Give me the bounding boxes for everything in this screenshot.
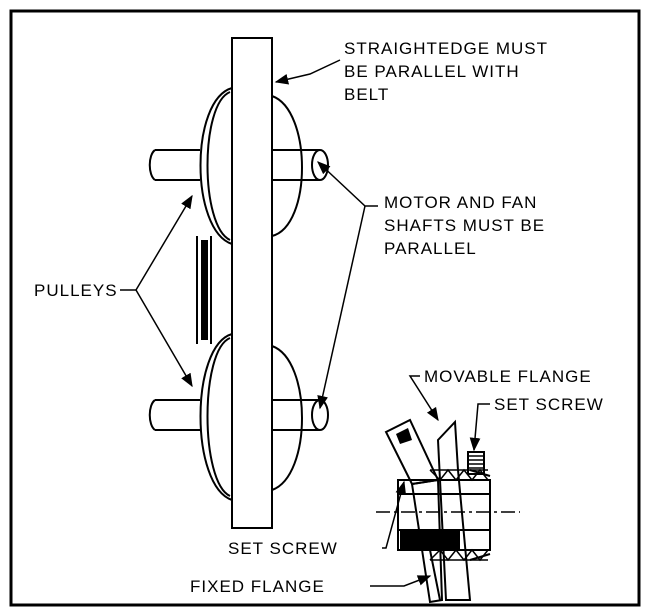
pulleys-leader-upper [135,194,193,291]
shafts-label-2: SHAFTS MUST BE [384,216,545,235]
straightedge-label-3: BELT [344,85,389,104]
pulleys-leader-lower [135,289,193,388]
pulleys-label: PULLEYS [34,281,118,300]
straightedge-leader [274,59,341,85]
set-screw-top-leader [469,403,490,452]
straightedge-label-1: STRAIGHTEDGE MUST [344,39,548,58]
shafts-leader-lower [317,205,366,410]
fixed-flange-leader [370,575,432,587]
shafts-label-3: PARALLEL [384,239,477,258]
movable-flange-leader [408,375,439,422]
upper-pulley [199,87,303,245]
fan-shaft [148,399,329,431]
movable-flange-label: MOVABLE FLANGE [424,367,592,386]
set-screw-bottom-leader [382,480,407,549]
fixed-flange-label: FIXED FLANGE [190,577,325,596]
lower-pulley [199,333,303,501]
diagram-border [9,9,641,607]
set-screw-bottom-label: SET SCREW [228,539,338,558]
set-screw-top-label: SET SCREW [494,395,604,414]
shafts-label-1: MOTOR AND FAN [384,193,537,212]
belt [201,240,208,340]
straightedge [231,37,273,529]
flange-detail [376,418,520,604]
straightedge-label-2: BE PARALLEL WITH [344,62,520,81]
